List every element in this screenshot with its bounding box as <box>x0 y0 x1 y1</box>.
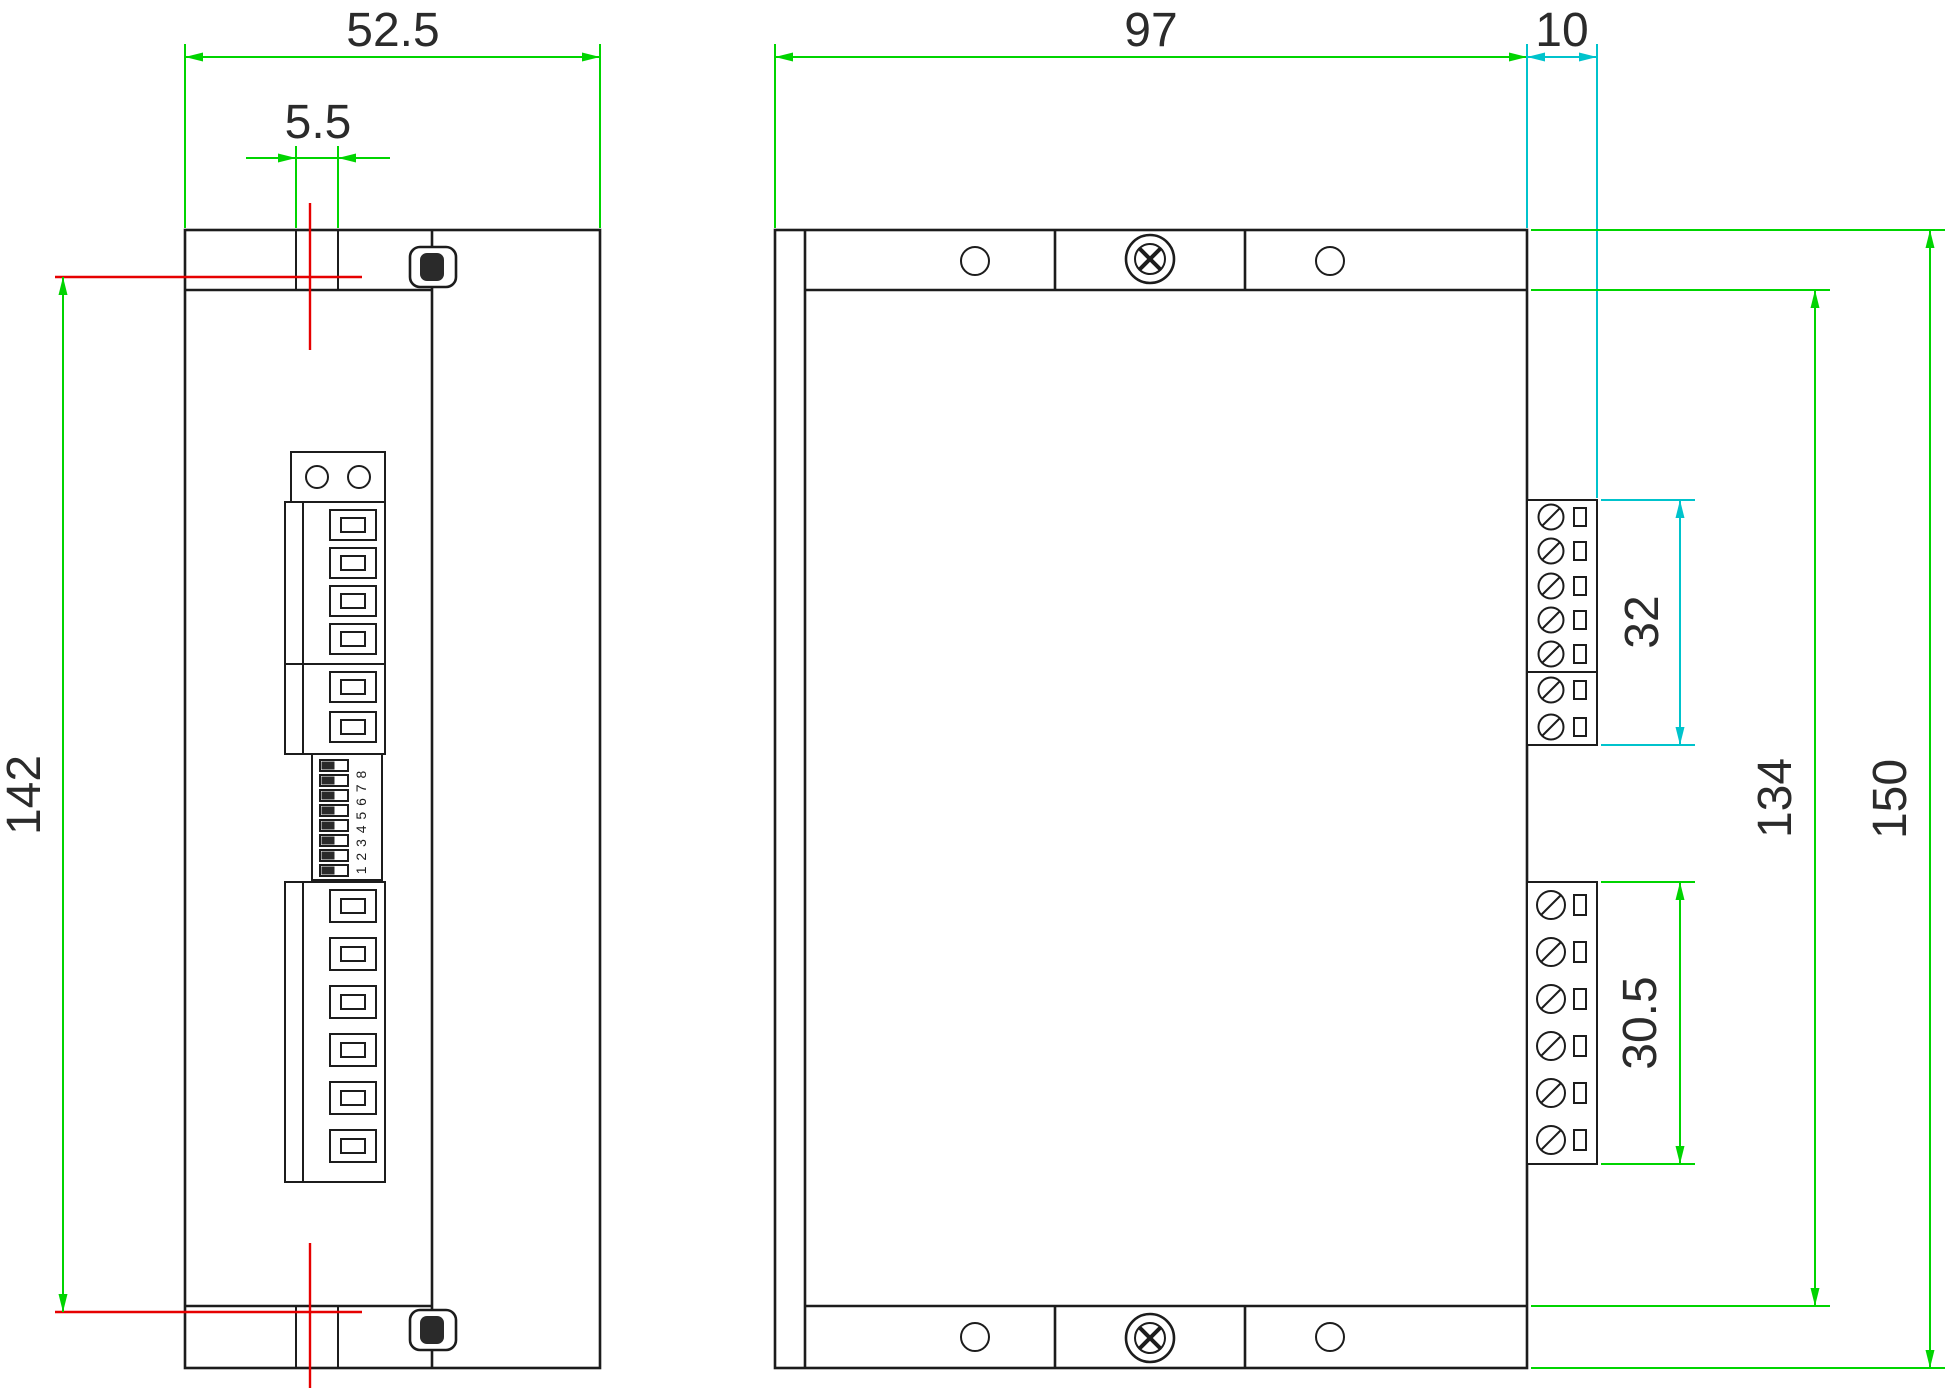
dip-switch-numbers: 1 2 3 4 5 6 7 8 <box>353 770 369 875</box>
terminal-row <box>329 711 377 743</box>
dip-switch: 1 2 3 4 5 6 7 8 <box>311 753 383 881</box>
dimension-side-width: 52.5 <box>184 4 601 228</box>
dimension-label: 97 <box>1124 4 1177 57</box>
dip-switch-lever <box>319 849 349 862</box>
dimension-label: 150 <box>1864 759 1917 839</box>
connector-block-middle <box>284 663 386 755</box>
dip-switch-lever <box>319 804 349 817</box>
terminal-row <box>329 1081 377 1115</box>
terminal-block-upper <box>1526 499 1598 746</box>
connector-block-lower <box>284 881 386 1183</box>
clip-bottom <box>408 1308 458 1352</box>
dimension-slot-width: 5.5 <box>246 96 390 228</box>
dimension-label: 142 <box>0 755 51 835</box>
mounting-hole <box>1315 246 1345 276</box>
dimension-label: 52.5 <box>346 4 439 57</box>
terminal-row <box>329 547 377 579</box>
terminal-row <box>329 623 377 655</box>
dip-switch-lever <box>319 789 349 802</box>
terminal-row <box>329 671 377 703</box>
screw-terminal <box>1536 890 1587 920</box>
dimension-overall-height: 150 <box>1531 229 1945 1369</box>
dimension-mounting-pitch: 142 <box>0 277 68 1312</box>
connector-two-pin <box>290 451 386 503</box>
dimension-front-width: 97 <box>774 4 1527 228</box>
dimension-flange-spacing: 134 <box>1531 289 1830 1307</box>
front-view <box>773 228 1598 1370</box>
dimension-label: 5.5 <box>285 96 352 149</box>
front-body <box>773 228 1529 1370</box>
screw-terminal <box>1536 1078 1587 1108</box>
screw-icon <box>1124 1312 1176 1364</box>
screw-terminal <box>1536 1031 1587 1061</box>
terminal-row <box>329 509 377 541</box>
terminal-row <box>329 889 377 923</box>
dimensions: 52.5 5.5 142 97 10 <box>0 4 1945 1369</box>
dip-switch-lever <box>319 819 349 832</box>
mounting-hole <box>960 246 990 276</box>
connector-block-upper <box>284 501 386 665</box>
clip-top <box>408 245 458 289</box>
dip-switch-lever <box>319 864 349 877</box>
terminal-row <box>329 1129 377 1163</box>
mounting-hole <box>960 1322 990 1352</box>
dip-switch-lever <box>319 834 349 847</box>
terminal-row <box>329 1033 377 1067</box>
screw-terminal <box>1536 984 1587 1014</box>
dimension-upper-terminal-height: 32 <box>1601 499 1695 746</box>
dimension-label: 10 <box>1535 4 1588 57</box>
terminal-row <box>329 937 377 971</box>
dip-switch-lever <box>319 774 349 787</box>
dimension-terminal-depth: 10 <box>1526 4 1598 498</box>
screw-icon <box>1124 233 1176 285</box>
dimension-label: 134 <box>1749 758 1802 838</box>
dimension-label: 30.5 <box>1614 976 1667 1069</box>
side-view: 1 2 3 4 5 6 7 8 <box>183 228 602 1370</box>
terminal-row <box>329 585 377 617</box>
dimension-label: 32 <box>1616 595 1669 648</box>
mounting-hole <box>1315 1322 1345 1352</box>
terminal-row <box>329 985 377 1019</box>
screw-terminal <box>1536 937 1587 967</box>
side-body <box>183 228 602 1370</box>
dimension-lower-terminal-height: 30.5 <box>1601 881 1695 1165</box>
centerlines <box>55 203 362 1388</box>
dip-switch-lever <box>319 759 349 772</box>
terminal-block-lower <box>1526 881 1598 1165</box>
screw-terminal <box>1536 1125 1587 1155</box>
